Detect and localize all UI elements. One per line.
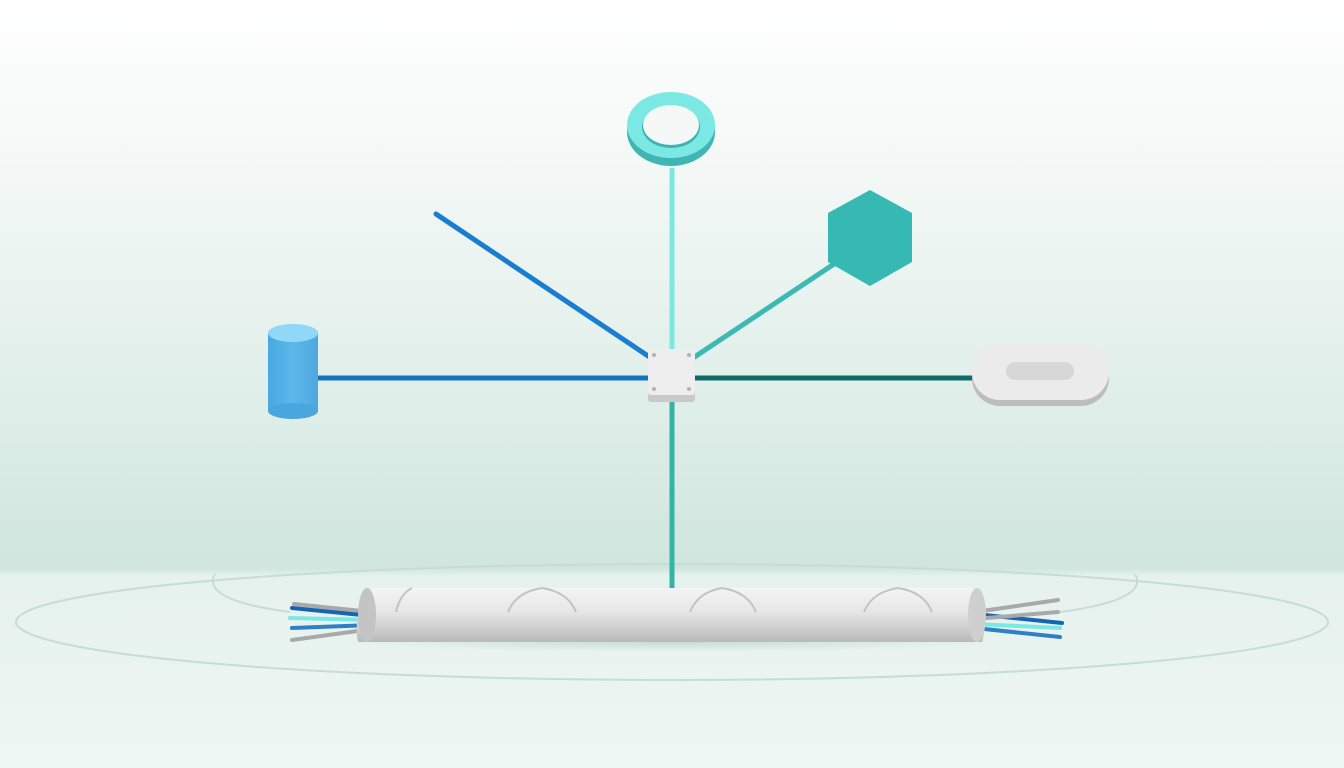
junction-box-icon[interactable] (648, 349, 695, 402)
pill-button-icon[interactable] (972, 344, 1109, 406)
connector-open-line (434, 211, 674, 375)
connectors (316, 168, 976, 590)
connector-hexagon (670, 257, 842, 375)
ring-icon[interactable] (627, 92, 715, 166)
cylinder-icon[interactable] (268, 324, 318, 419)
hexagon-icon[interactable] (828, 190, 912, 286)
right-wires (973, 598, 1064, 639)
cable-bundle-icon[interactable] (288, 586, 1064, 652)
line-end-icon (433, 211, 439, 217)
